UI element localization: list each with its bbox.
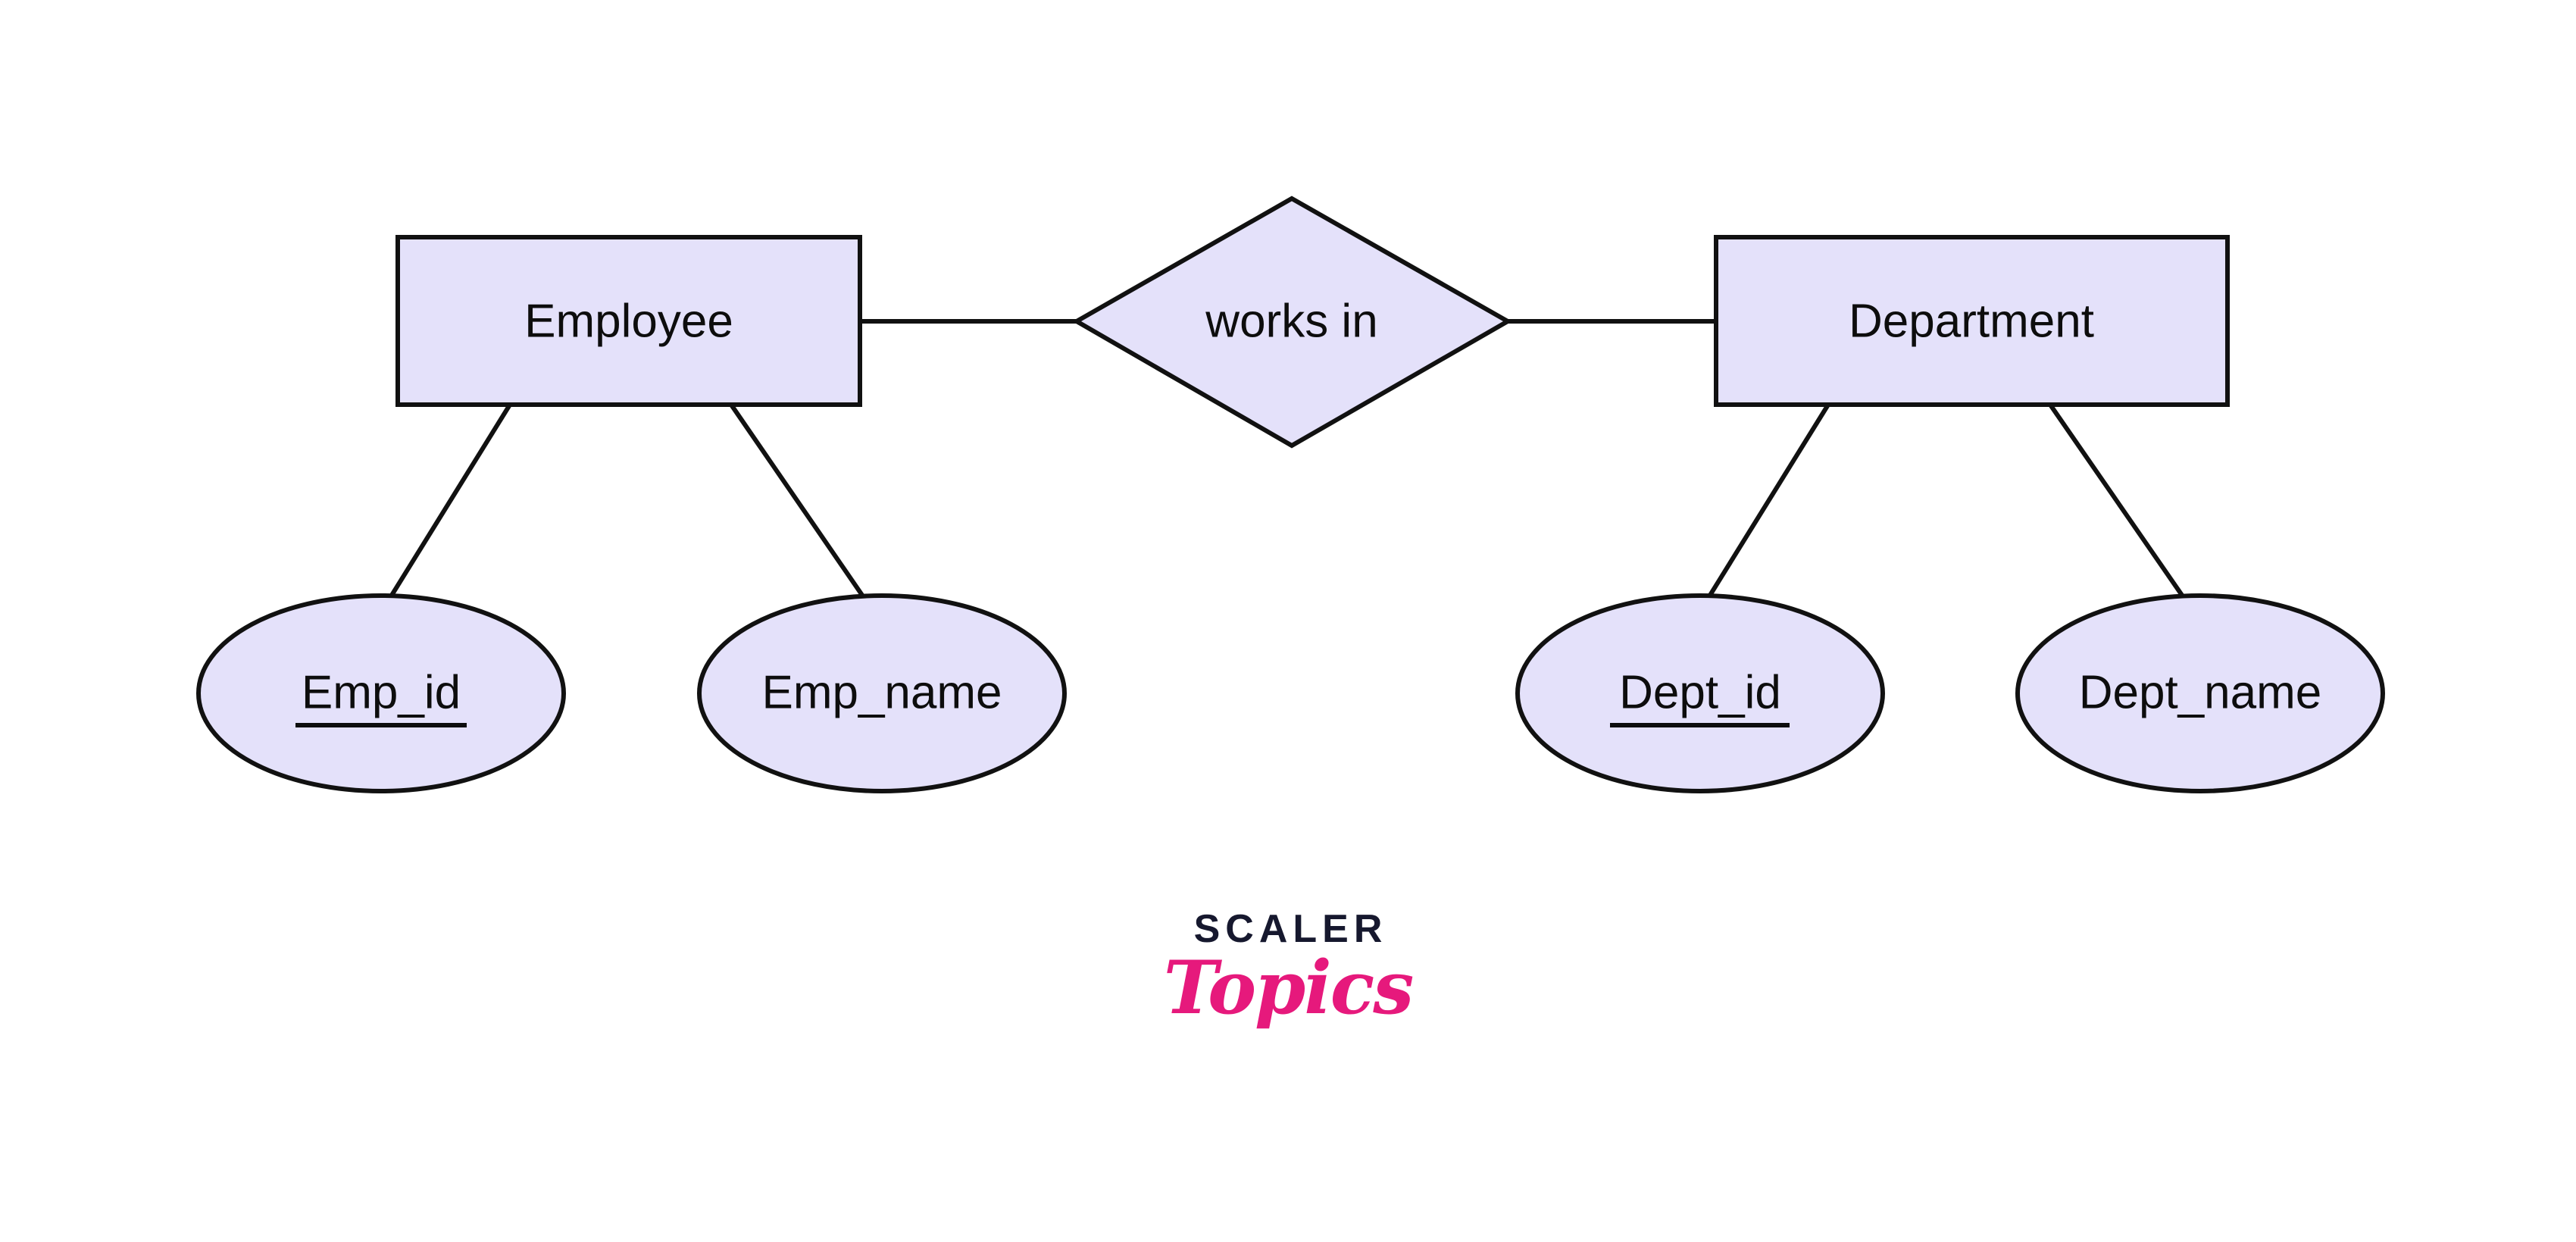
attribute-dept-id-label: Dept_id [1619,666,1781,718]
entity-employee[interactable]: Employee [395,235,862,407]
entity-department-label: Department [1849,295,2094,347]
attribute-emp-id-label: Emp_id [302,666,461,718]
entity-employee-rect[interactable] [395,235,862,407]
scaler-topics-logo: SCALER Topics [0,909,2576,1027]
attribute-dept-id-ellipse[interactable] [1515,593,1885,793]
relationship-works-in-label: works in [1205,295,1377,347]
connector-employee-to-emp-id [383,403,512,608]
entity-department-rect[interactable] [1714,235,2230,407]
attribute-dept-name-label: Dept_name [2079,666,2322,718]
attribute-emp-name[interactable]: Emp_name [697,593,1067,793]
connector-group [383,319,2192,608]
connector-department-to-dept-name [2048,403,2192,608]
connector-employee-to-emp-name [729,403,872,608]
connector-department-to-dept-id [1701,403,1830,608]
attribute-dept-name[interactable]: Dept_name [2015,593,2385,793]
attribute-emp-name-ellipse[interactable] [697,593,1067,793]
entity-employee-label: Employee [524,295,733,347]
attribute-dept-id[interactable]: Dept_id [1515,593,1885,793]
logo-brand-text: SCALER [1193,907,1388,951]
entity-department[interactable]: Department [1714,235,2230,407]
relationship-works-in-diamond[interactable] [1071,196,1513,449]
attribute-dept-name-ellipse[interactable] [2015,593,2385,793]
relationship-works-in[interactable]: works in [1071,196,1513,449]
attribute-emp-id[interactable]: Emp_id [196,593,566,793]
attribute-emp-id-ellipse[interactable] [196,593,566,793]
logo-product-text: Topics [1163,945,1415,1031]
attribute-emp-name-label: Emp_name [761,666,1002,718]
